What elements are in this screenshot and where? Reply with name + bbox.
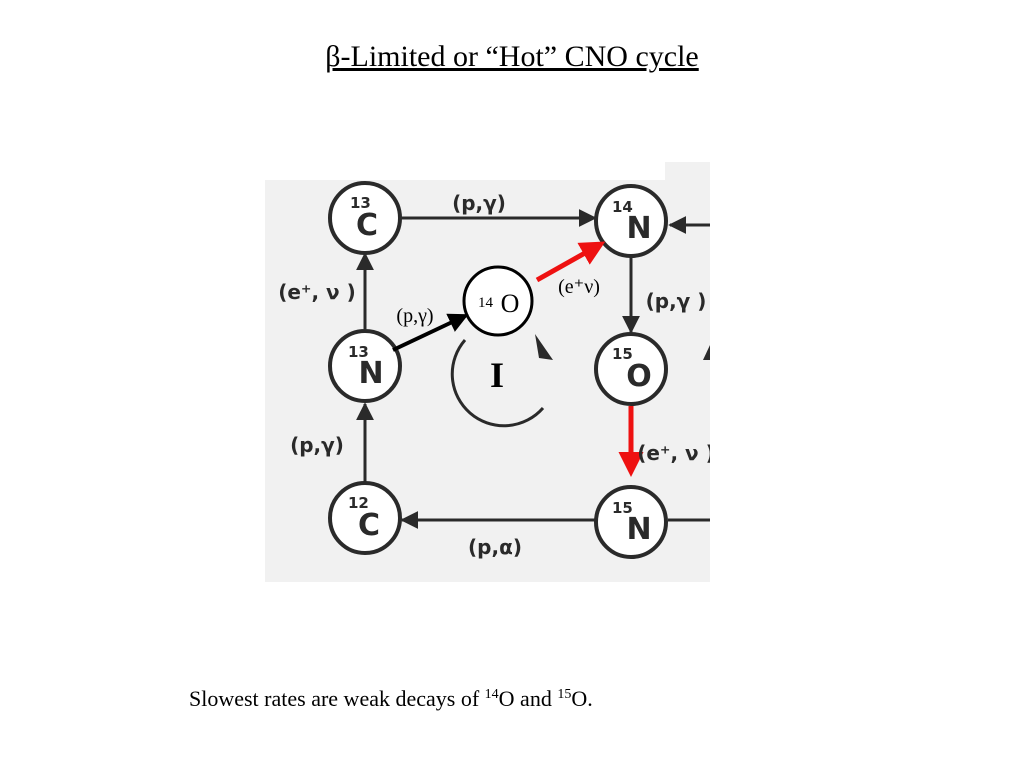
footer-note: Slowest rates are weak decays of 14O and…	[189, 685, 593, 713]
svg-text:O: O	[501, 289, 520, 318]
label-o14-n14: (e⁺ν)	[558, 276, 600, 298]
cno-cycle-diagram: I 13 C 14 N 13 N 15 O 12 C 15	[265, 162, 710, 582]
arrow-o14-n14	[535, 241, 606, 283]
label-n13-o14: (p,γ)	[396, 305, 433, 327]
nuclide-o14: 14 O	[462, 265, 534, 337]
svg-text:C: C	[358, 508, 380, 543]
svg-text:N: N	[358, 356, 383, 391]
scan-background-strip	[665, 162, 710, 182]
label-n15-c12: (p,α)	[468, 535, 522, 559]
cycle-arc-arrowhead	[535, 334, 553, 360]
svg-text:15: 15	[612, 345, 633, 363]
label-n13-c13: (e⁺, ν )	[278, 280, 356, 304]
label-n14-o15: (p,γ )	[646, 289, 707, 313]
nuclide-n13: 13 N	[328, 329, 402, 403]
svg-text:13: 13	[348, 343, 369, 361]
svg-text:13: 13	[350, 194, 371, 212]
arrow-n13-o14	[392, 313, 469, 352]
svg-text:C: C	[356, 208, 378, 243]
title-greek: β	[325, 40, 341, 73]
nuclide-n14: 14 N	[594, 184, 668, 258]
svg-text:O: O	[626, 359, 652, 394]
label-c12-n13: (p,γ)	[290, 433, 344, 457]
svg-text:N: N	[626, 211, 651, 246]
footer-text-1: Slowest rates are weak decays of	[189, 686, 485, 711]
svg-text:14: 14	[478, 295, 494, 311]
footer-mass-o14: 14	[484, 687, 499, 702]
svg-text:14: 14	[612, 198, 633, 216]
nuclide-n15: 15 N	[594, 485, 668, 559]
svg-text:N: N	[626, 512, 651, 547]
nuclide-o15: 15 O	[594, 332, 668, 406]
footer-mass-o15: 15	[557, 687, 572, 702]
edge-stub-arrowhead	[703, 345, 710, 360]
nuclide-c13: 13 C	[328, 181, 402, 255]
footer-text-2: O and	[498, 686, 558, 711]
label-c13-n14: (p,γ)	[452, 191, 506, 215]
svg-text:15: 15	[612, 499, 633, 517]
nuclide-c12: 12 C	[328, 481, 402, 555]
cycle-arc	[450, 339, 545, 428]
page-title: β-Limited or “Hot” CNO cycle	[0, 38, 1024, 76]
svg-text:12: 12	[348, 494, 369, 512]
footer-text-3: O.	[571, 686, 593, 711]
title-text: -Limited or “Hot” CNO cycle	[340, 40, 699, 73]
cycle-label: I	[490, 355, 504, 395]
label-o15-n15: (e⁺, ν )	[637, 441, 710, 465]
